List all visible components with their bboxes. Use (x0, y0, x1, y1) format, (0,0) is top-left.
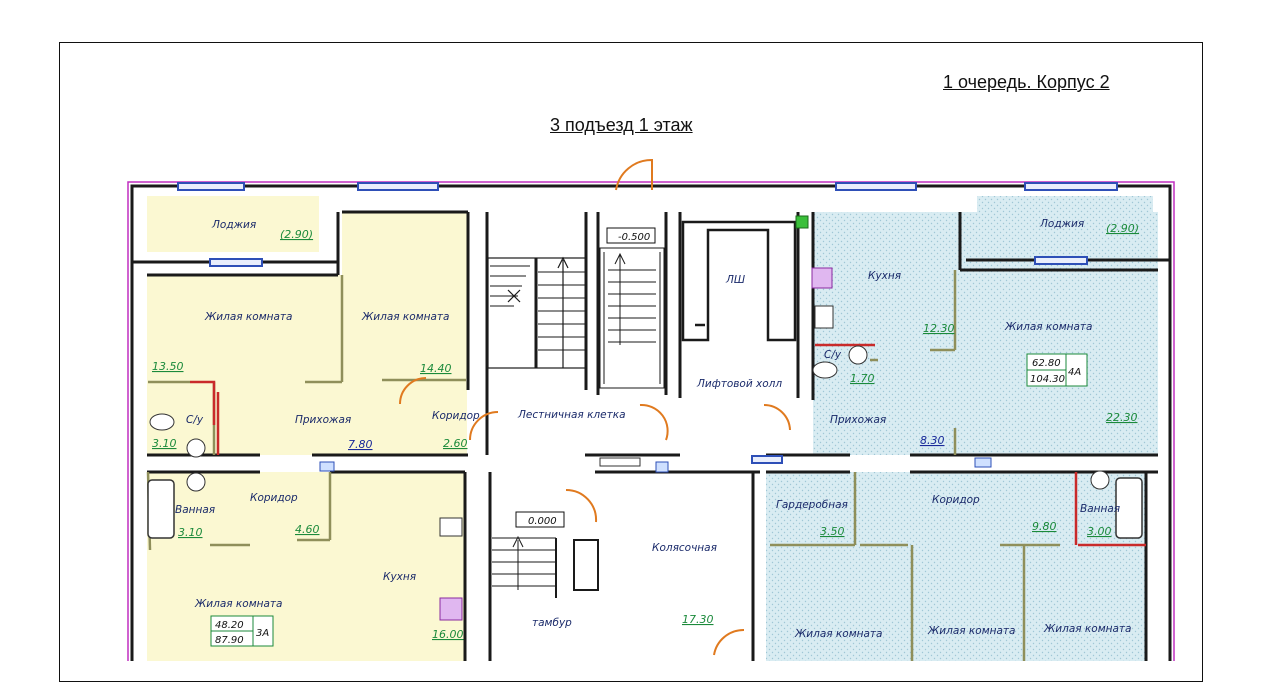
level-marks (515, 227, 656, 528)
stove-icon (439, 267, 833, 621)
hall-3a-label: Прихожая (295, 414, 351, 426)
loggia-3a-area: (2.90) (280, 228, 313, 241)
stroller-room-label: Колясочная (652, 542, 717, 554)
kitchen-3a-label: Кухня (383, 571, 416, 583)
total-area-3a: 87.90 (215, 635, 244, 646)
kitchen-4a-area: 12.30 (923, 322, 955, 335)
floor-plan: Лоджия (2.90) Жилая комната 13.50 Жилая … (127, 158, 1175, 661)
apartment-3a-fill (147, 196, 468, 661)
apartment-3a-name: 3А (256, 628, 269, 639)
kitchen-4a-label: Кухня (868, 270, 901, 282)
room2-3a-label: Жилая комната (361, 311, 449, 323)
room3-3a-label: Жилая комната (194, 598, 282, 610)
corridor-3a-label: Коридор (250, 492, 298, 504)
corridor-4a-label: Коридор (932, 494, 980, 506)
wc-4a-area: 1.70 (850, 372, 875, 385)
bath-3a-label: Ванная (175, 504, 215, 516)
corridor-4a-area: 9.80 (1032, 520, 1057, 533)
wardrobe-4a-area: 3.50 (820, 525, 845, 538)
living-area-4a: 62.80 (1032, 358, 1061, 369)
room-b-4a-label: Жилая комната (927, 625, 1015, 637)
living-area-3a: 48.20 (215, 620, 244, 631)
hall-4a-label: Прихожая (830, 414, 886, 426)
entrance-stair (492, 535, 599, 598)
room1-3a-label: Жилая комната (204, 311, 292, 323)
windows (177, 182, 1118, 464)
elevator-shaft (681, 220, 797, 342)
hall-3a-area: 7.80 (348, 438, 373, 451)
bath-3a-area: 3.10 (178, 526, 203, 539)
corridor-small-3a-label: Коридор (432, 410, 480, 422)
main-staircase (487, 256, 587, 369)
room2-3a-area: 14.40 (420, 362, 452, 375)
wc-3a-label: С/у (186, 414, 204, 426)
living-big-4a-area: 22.30 (1106, 411, 1138, 424)
elevator-hall-label: Лифтовой холл (696, 378, 782, 390)
bath-4a-area: 3.00 (1087, 525, 1112, 538)
loggia-4a-label: Лоджия (1039, 218, 1084, 230)
loggia-3a-label: Лоджия (211, 219, 256, 231)
room1-3a-area: 13.50 (152, 360, 184, 373)
wet-zone-walls (190, 343, 1146, 547)
loggia-4a-area: (2.90) (1106, 222, 1139, 235)
area-tables (210, 353, 1088, 647)
room-a-4a-label: Жилая комната (794, 628, 882, 640)
level-bottom: 0.000 (528, 516, 557, 527)
living-big-4a-label: Жилая комната (1004, 321, 1092, 333)
building-title: 1 очередь. Корпус 2 (943, 72, 1110, 92)
doors (399, 158, 791, 656)
bath-4a-label: Ванная (1080, 503, 1120, 515)
level-top: -0.500 (618, 232, 650, 243)
kitchen-3a-area: 16.00 (432, 628, 464, 641)
stairwell-label: Лестничная клетка (517, 409, 626, 421)
fixtures (147, 215, 1143, 621)
room-c-4a-label: Жилая комната (1043, 623, 1131, 635)
vestibule-label: тамбур (532, 617, 572, 629)
corridor-small-3a-area: 2.60 (443, 437, 468, 450)
wardrobe-4a-label: Гардеробная (776, 499, 848, 511)
total-area-4a: 104.30 (1030, 374, 1065, 385)
wc-3a-area: 3.10 (152, 437, 177, 450)
apartment-4a-name: 4А (1068, 367, 1081, 378)
corridor-3a-area: 4.60 (295, 523, 320, 536)
apartment-4a-fill (766, 196, 1158, 661)
ramp-stair (599, 247, 665, 389)
elevator-shaft-label: ЛШ (725, 274, 745, 286)
hall-4a-area: 8.30 (920, 434, 945, 447)
floor-title: 3 подъезд 1 этаж (550, 115, 693, 135)
stroller-room-area: 17.30 (682, 613, 714, 626)
wc-4a-label: С/у (824, 349, 842, 361)
